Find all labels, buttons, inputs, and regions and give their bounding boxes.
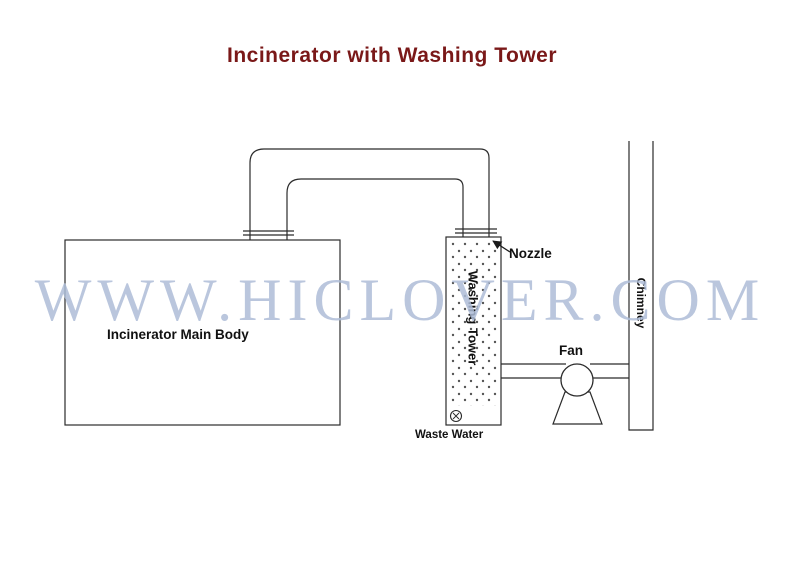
incinerator-label: Incinerator Main Body: [107, 327, 249, 342]
washing-tower-label: Washing Tower: [465, 270, 481, 366]
incinerator-body: [64, 239, 341, 426]
waste-water-label: Waste Water: [415, 429, 484, 441]
fan-base: [552, 391, 603, 425]
fan-circle: [560, 363, 594, 397]
tower-flange: [455, 228, 497, 234]
duct-tower-to-fan: [501, 363, 566, 379]
incinerator-flange: [243, 230, 294, 236]
waste-water-drain-cross: [452, 412, 460, 420]
duct-outer-line: [249, 148, 490, 240]
nozzle-arrow: [492, 240, 511, 253]
nozzle-label: Nozzle: [509, 246, 552, 261]
page-title: Incinerator with Washing Tower: [226, 44, 558, 67]
chimney-stack: [628, 141, 654, 431]
chimney-label: Chimney: [634, 277, 648, 329]
washing-tower-spray-dots: [449, 241, 498, 406]
duct-inner-line: [286, 178, 464, 240]
fan-label: Fan: [559, 343, 584, 358]
duct-fan-to-chimney: [590, 363, 629, 379]
